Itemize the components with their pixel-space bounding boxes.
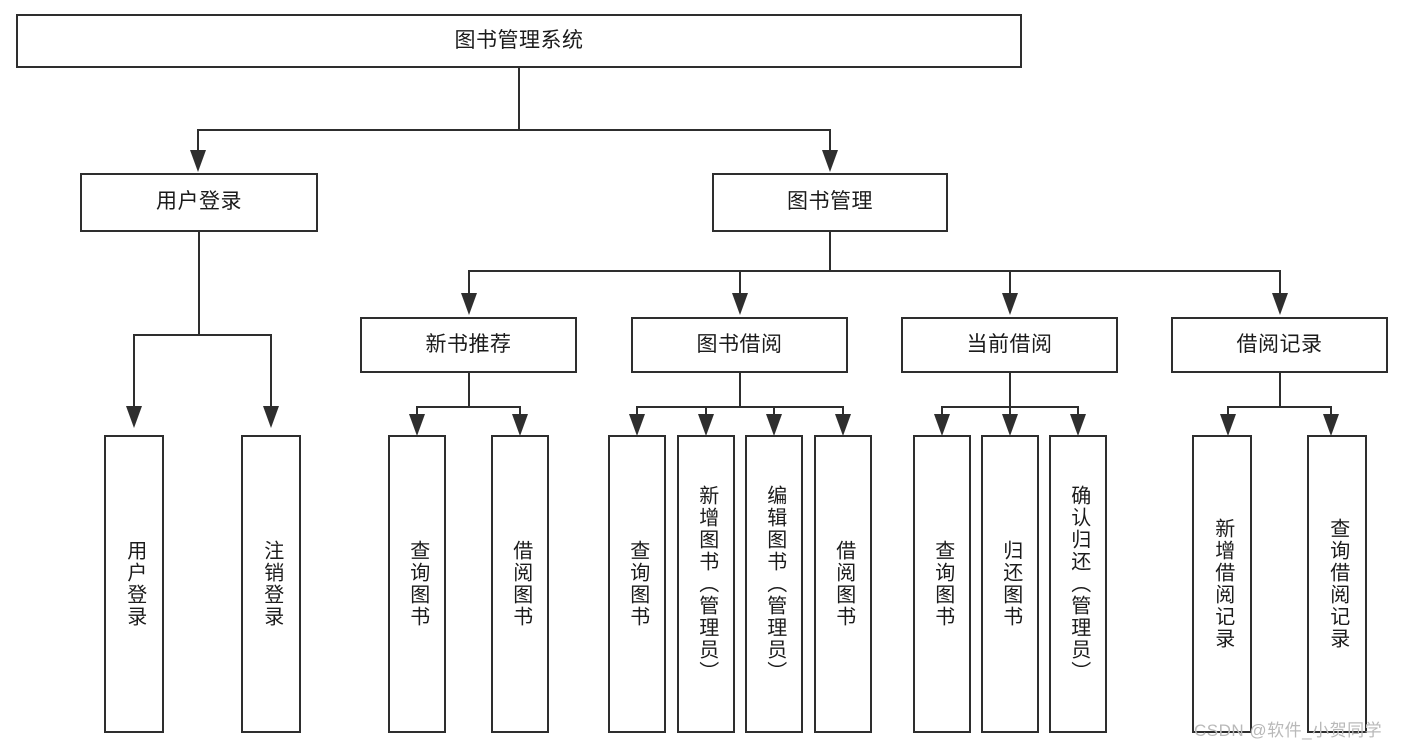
edge-user-login-drop-2	[270, 334, 272, 407]
arrow-book-borrow-child-4	[835, 414, 851, 436]
edge-borrow-record-bus	[1227, 406, 1332, 408]
arrow-user-login-child-1	[126, 406, 142, 428]
arrow-to-book-borrow	[732, 293, 748, 315]
node-book-borrow[interactable]: 图书借阅	[631, 317, 848, 373]
edge-user-login-drop-1	[133, 334, 135, 407]
edge-user-login-bus	[133, 334, 272, 336]
node-book-borrow-label: 图书借阅	[696, 332, 783, 356]
leaf-book-borrow-2[interactable]: 编辑图书（管理员）	[745, 435, 803, 733]
edge-book-borrow-drop-2	[705, 406, 707, 418]
leaf-user-login-0-label: 用户登录	[123, 540, 146, 628]
leaf-book-borrow-1[interactable]: 新增图书（管理员）	[677, 435, 735, 733]
edge-book-mgmt-drop-2	[739, 270, 741, 294]
node-root-label: 图书管理系统	[454, 28, 584, 52]
edge-book-borrow-bus	[636, 406, 844, 408]
edge-current-borrow-drop-2	[1009, 406, 1011, 418]
leaf-new-book-0-label: 查询图书	[406, 540, 429, 628]
leaf-new-book-1-label: 借阅图书	[509, 540, 532, 628]
edge-book-mgmt-drop-3	[1009, 270, 1011, 294]
arrow-user-login-child-2	[263, 406, 279, 428]
leaf-user-login-0[interactable]: 用户登录	[104, 435, 164, 733]
leaf-book-borrow-3-label: 借阅图书	[832, 540, 855, 628]
arrow-to-user-login	[190, 150, 206, 172]
node-new-book-recommend-label: 新书推荐	[425, 332, 512, 356]
leaf-book-borrow-1-label: 新增图书（管理员）	[695, 485, 718, 683]
edge-current-borrow-drop-1	[941, 406, 943, 418]
arrow-current-borrow-child-2	[1002, 414, 1018, 436]
leaf-borrow-record-0-label: 新增借阅记录	[1211, 518, 1234, 650]
node-user-login[interactable]: 用户登录	[80, 173, 318, 232]
node-root[interactable]: 图书管理系统	[16, 14, 1022, 68]
arrow-to-borrow-record	[1272, 293, 1288, 315]
arrow-borrow-record-child-2	[1323, 414, 1339, 436]
node-borrow-record[interactable]: 借阅记录	[1171, 317, 1388, 373]
edge-book-mgmt-drop-4	[1279, 270, 1281, 294]
edge-book-borrow-drop-1	[636, 406, 638, 418]
edge-root-bus	[197, 129, 830, 131]
arrow-book-borrow-child-2	[698, 414, 714, 436]
edge-user-login-stem	[198, 232, 200, 335]
edge-current-borrow-drop-3	[1077, 406, 1079, 418]
arrow-borrow-record-child-1	[1220, 414, 1236, 436]
leaf-borrow-record-1-label: 查询借阅记录	[1326, 518, 1349, 650]
leaf-borrow-record-0[interactable]: 新增借阅记录	[1192, 435, 1252, 733]
arrow-to-book-mgmt	[822, 150, 838, 172]
edge-borrow-record-drop-2	[1330, 406, 1332, 418]
leaf-current-borrow-0-label: 查询图书	[931, 540, 954, 628]
watermark-text: CSDN @软件_小贺同学	[1194, 721, 1383, 740]
edge-new-book-drop-1	[416, 406, 418, 418]
leaf-current-borrow-1-label: 归还图书	[999, 540, 1022, 628]
arrow-current-borrow-child-1	[934, 414, 950, 436]
edge-new-book-bus	[416, 406, 521, 408]
edge-new-book-drop-2	[519, 406, 521, 418]
node-book-management-label: 图书管理	[787, 190, 873, 214]
leaf-user-login-1-label: 注销登录	[260, 540, 283, 628]
edge-borrow-record-drop-1	[1227, 406, 1229, 418]
arrow-book-borrow-child-1	[629, 414, 645, 436]
edge-current-borrow-stem	[1009, 373, 1011, 407]
arrow-book-borrow-child-3	[766, 414, 782, 436]
arrow-new-book-child-1	[409, 414, 425, 436]
edge-new-book-stem	[468, 373, 470, 407]
edge-root-to-user-login	[197, 129, 199, 151]
leaf-book-borrow-0-label: 查询图书	[626, 540, 649, 628]
edge-book-mgmt-bus	[468, 270, 1281, 272]
edge-root-to-book-mgmt	[829, 129, 831, 151]
leaf-current-borrow-0[interactable]: 查询图书	[913, 435, 971, 733]
leaf-current-borrow-2-label: 确认归还（管理员）	[1067, 485, 1090, 683]
leaf-new-book-1[interactable]: 借阅图书	[491, 435, 549, 733]
edge-borrow-record-stem	[1279, 373, 1281, 407]
leaf-book-borrow-2-label: 编辑图书（管理员）	[763, 485, 786, 683]
edge-book-borrow-drop-3	[773, 406, 775, 418]
leaf-new-book-0[interactable]: 查询图书	[388, 435, 446, 733]
leaf-book-borrow-0[interactable]: 查询图书	[608, 435, 666, 733]
arrow-to-new-book-recommend	[461, 293, 477, 315]
edge-book-borrow-stem	[739, 373, 741, 407]
node-user-login-label: 用户登录	[156, 190, 242, 214]
arrow-current-borrow-child-3	[1070, 414, 1086, 436]
arrow-to-current-borrow	[1002, 293, 1018, 315]
edge-root-stem	[518, 68, 520, 130]
leaf-borrow-record-1[interactable]: 查询借阅记录	[1307, 435, 1367, 733]
node-borrow-record-label: 借阅记录	[1236, 332, 1323, 356]
node-book-management[interactable]: 图书管理	[712, 173, 948, 232]
leaf-user-login-1[interactable]: 注销登录	[241, 435, 301, 733]
edge-book-mgmt-drop-1	[468, 270, 470, 294]
leaf-current-borrow-1[interactable]: 归还图书	[981, 435, 1039, 733]
edge-book-mgmt-stem	[829, 232, 831, 271]
arrow-new-book-child-2	[512, 414, 528, 436]
leaf-book-borrow-3[interactable]: 借阅图书	[814, 435, 872, 733]
node-new-book-recommend[interactable]: 新书推荐	[360, 317, 577, 373]
leaf-current-borrow-2[interactable]: 确认归还（管理员）	[1049, 435, 1107, 733]
node-current-borrow-label: 当前借阅	[966, 332, 1053, 356]
node-current-borrow[interactable]: 当前借阅	[901, 317, 1118, 373]
edge-book-borrow-drop-4	[842, 406, 844, 418]
